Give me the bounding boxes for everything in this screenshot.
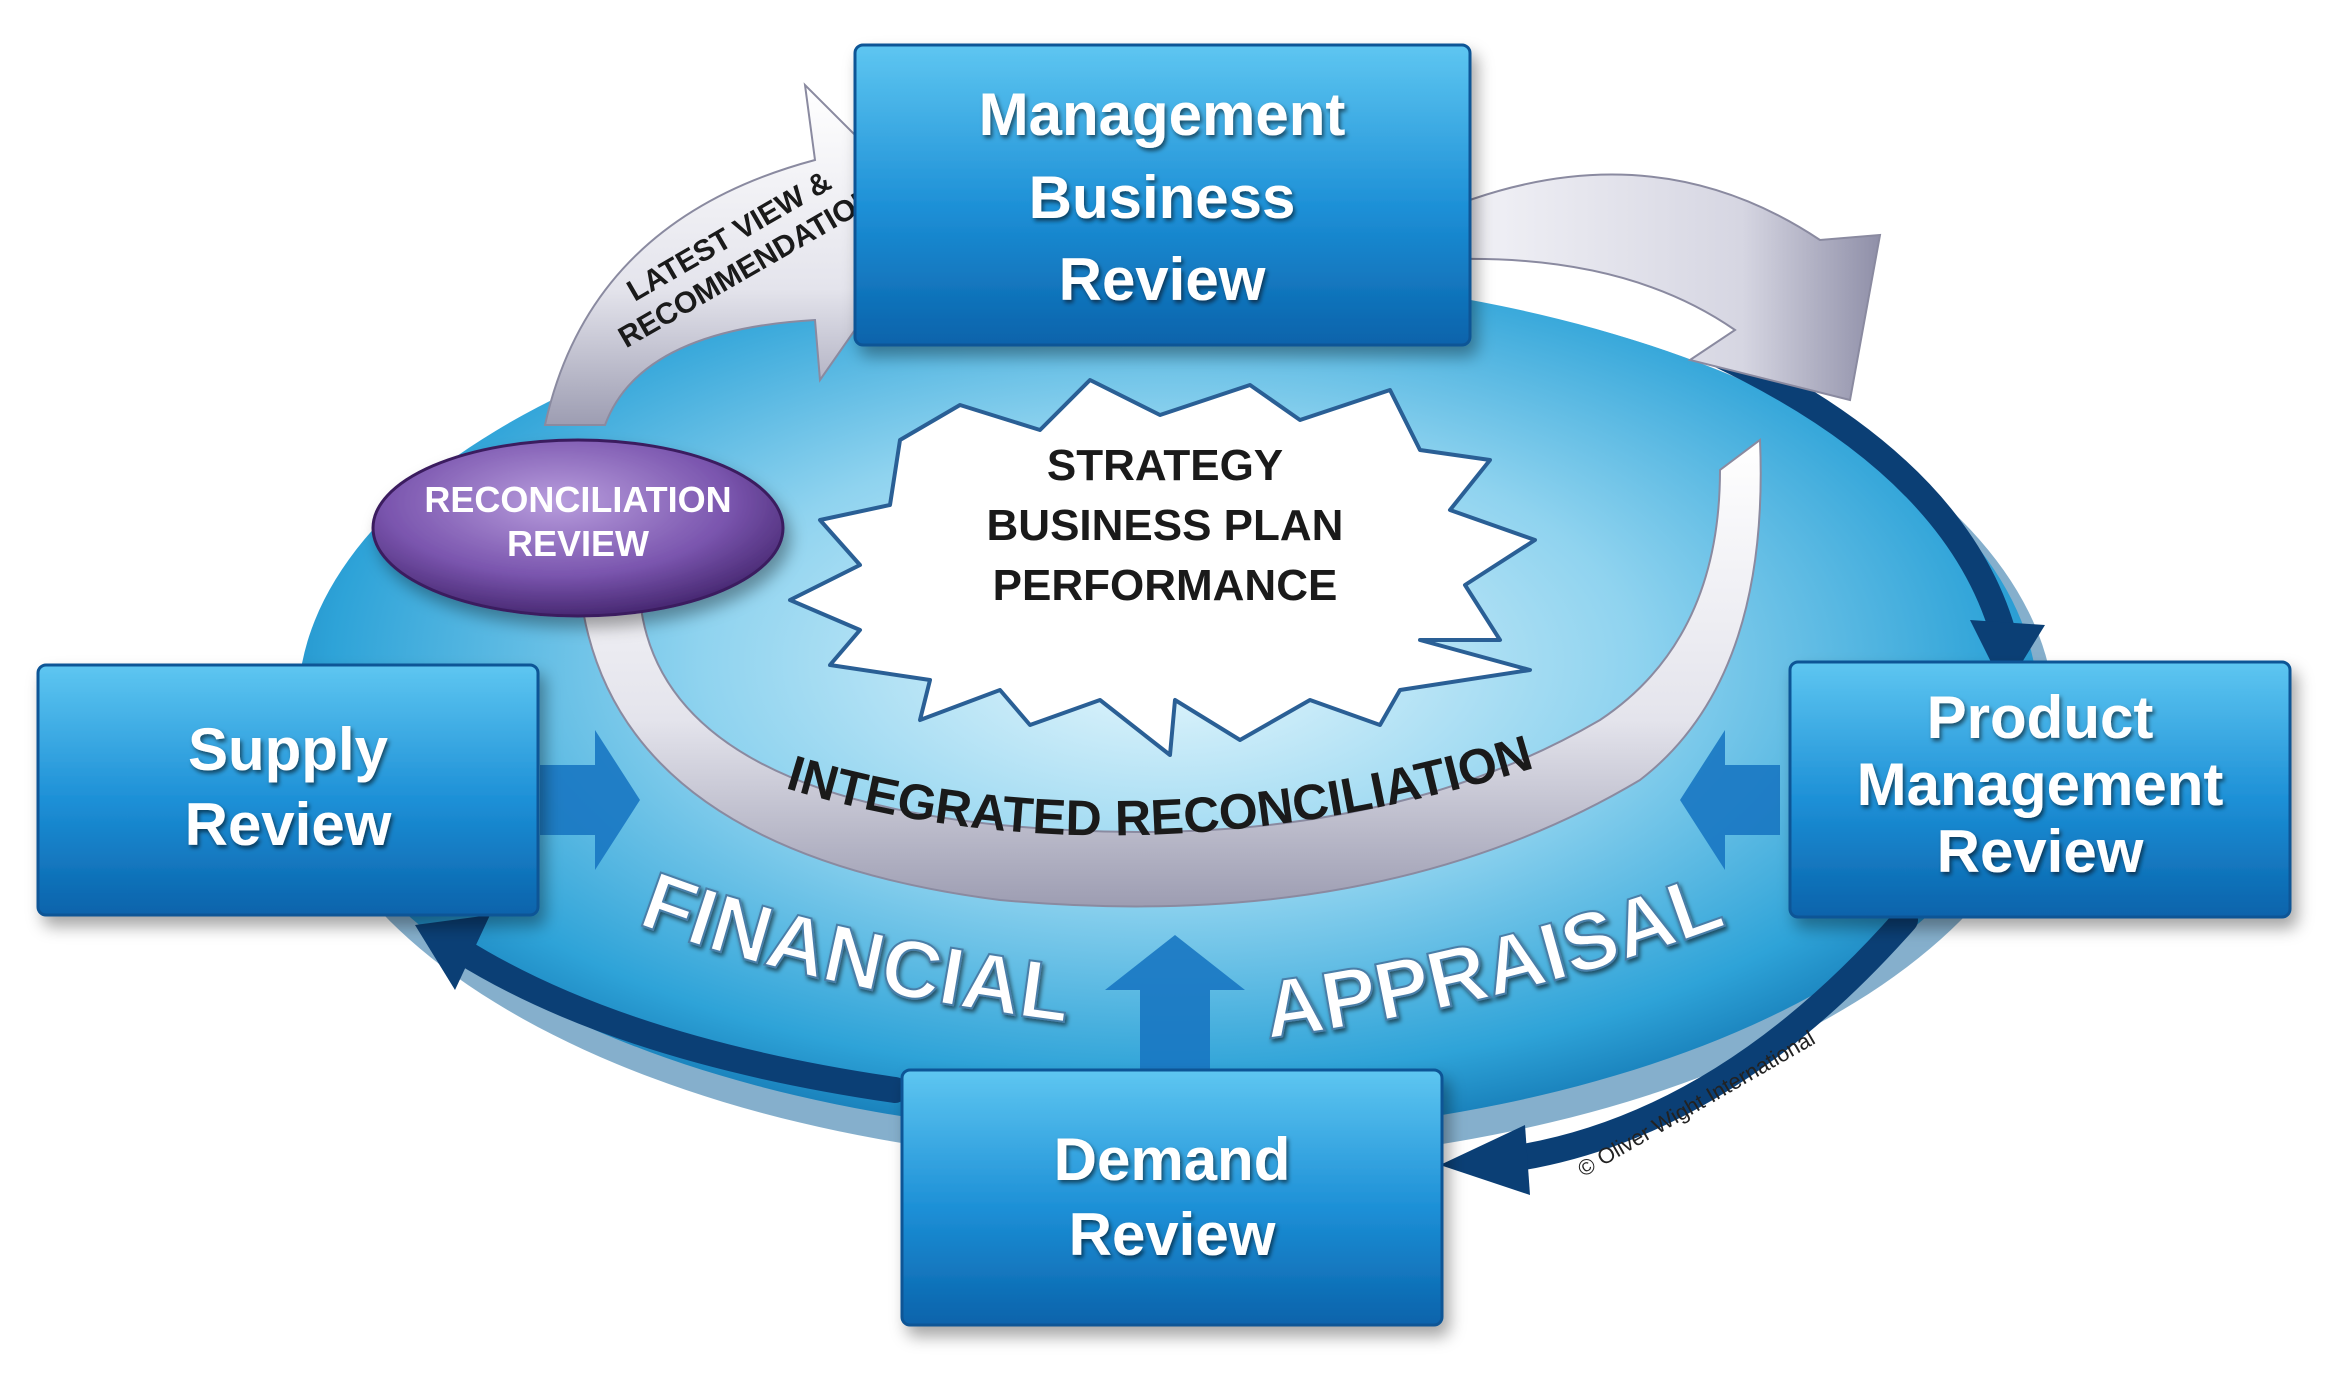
pmr-line1: Product xyxy=(1927,684,2154,751)
center-starburst: STRATEGY BUSINESS PLAN PERFORMANCE xyxy=(788,378,1537,757)
mbr-line2: Business xyxy=(1029,164,1296,231)
mbr-line3: Review xyxy=(1059,246,1266,313)
mbr-to-product-arrow xyxy=(1418,173,1882,402)
reconciliation-review-line1: RECONCILIATION xyxy=(424,479,731,520)
demand-review-box: Demand Review xyxy=(900,1068,1444,1327)
center-line-strategy: STRATEGY xyxy=(1047,441,1283,490)
management-business-review-box: Management Business Review xyxy=(853,43,1472,347)
inner-input-arrows xyxy=(540,730,1780,1080)
arrow-to-supply-icon xyxy=(415,915,490,990)
pmr-line2: Management xyxy=(1857,751,2224,818)
supply-review-box: Supply Review xyxy=(36,663,540,917)
center-line-performance: PERFORMANCE xyxy=(993,561,1338,610)
product-management-review-box: Product Management Review xyxy=(1788,660,2292,919)
arrow-to-product-icon xyxy=(1970,620,2045,690)
reconciliation-review-node: RECONCILIATION REVIEW xyxy=(371,438,785,618)
demand-line1: Demand xyxy=(1054,1126,1291,1193)
arrow-to-demand-icon xyxy=(1440,1125,1530,1195)
mbr-line1: Management xyxy=(979,81,1346,148)
pmr-line3: Review xyxy=(1937,818,2144,885)
center-line-business-plan: BUSINESS PLAN xyxy=(987,501,1344,550)
demand-line2: Review xyxy=(1069,1201,1276,1268)
supply-line2: Review xyxy=(185,791,392,858)
cycle-arrows xyxy=(415,342,2045,1195)
reconciliation-review-line2: REVIEW xyxy=(507,523,649,564)
supply-line1: Supply xyxy=(188,716,389,783)
